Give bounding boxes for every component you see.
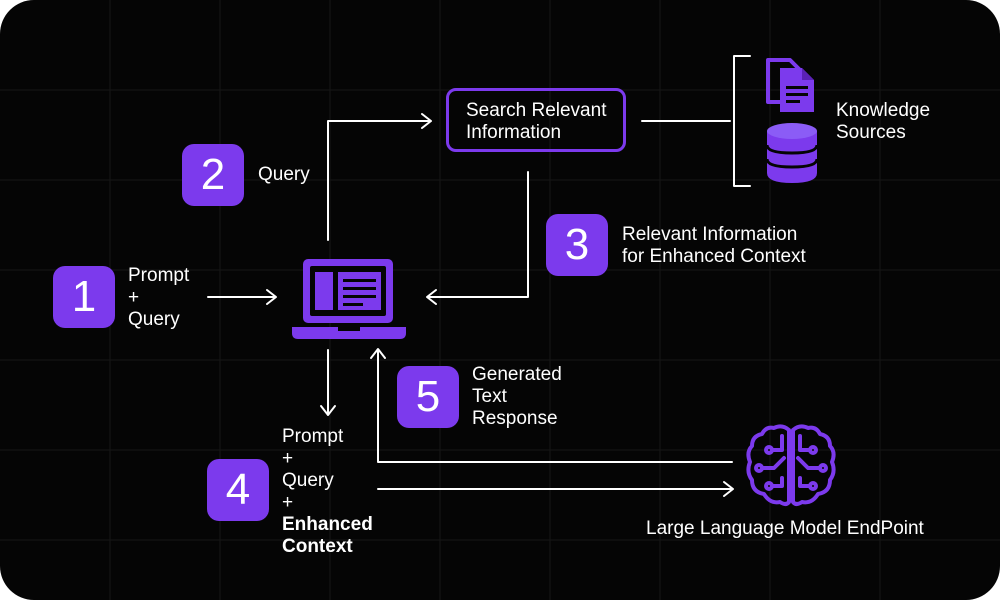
arrow-prompt-to-client <box>207 289 277 305</box>
step-4-line-3: Query <box>282 470 334 491</box>
step-3-line-2: for Enhanced Context <box>622 246 806 267</box>
step-1-line-1: Prompt <box>128 265 190 286</box>
step-1-line-3: Query <box>128 309 180 330</box>
brain-circuit-icon <box>746 424 836 506</box>
search-relevant-information-box: Search Relevant Information <box>446 88 626 152</box>
step-1-badge: 1 <box>53 266 115 328</box>
arrow-llm-to-client <box>370 348 733 463</box>
step-3-badge: 3 <box>546 214 608 276</box>
step-1-line-2: + <box>128 287 140 308</box>
knowledge-line-1: Knowledge <box>836 100 931 121</box>
search-box-line-1: Search Relevant <box>466 100 607 121</box>
step-4-line-2: + <box>282 448 294 469</box>
step-3-line-1: Relevant Information <box>622 224 798 245</box>
step-5-label: Generated Text Response <box>472 364 562 430</box>
database-icon <box>765 123 819 183</box>
step-4-badge: 4 <box>207 459 269 521</box>
step-2-label: Query <box>258 164 310 186</box>
connector-search-to-knowledge <box>641 55 751 187</box>
search-box-line-2: Information <box>466 122 562 143</box>
step-4-line-5: Enhanced <box>282 514 373 535</box>
llm-endpoint-label: Large Language Model EndPoint <box>646 518 924 539</box>
arrow-context-to-llm <box>377 481 734 497</box>
step-5-line-1: Generated <box>472 364 562 385</box>
step-4-label: Prompt + Query + Enhanced Context <box>282 426 373 558</box>
step-5-badge: 5 <box>397 366 459 428</box>
step-2-badge: 2 <box>182 144 244 206</box>
knowledge-line-2: Sources <box>836 122 906 143</box>
step-4-line-1: Prompt <box>282 426 344 447</box>
step-4-line-4: + <box>282 492 294 513</box>
arrow-client-to-search <box>327 113 432 241</box>
arrow-client-to-prompt-context <box>320 349 336 416</box>
step-5-line-3: Response <box>472 408 558 429</box>
knowledge-sources-label: Knowledge Sources <box>836 100 930 144</box>
step-2-line-1: Query <box>258 164 310 185</box>
arrow-search-to-client <box>426 171 529 305</box>
document-icon <box>766 58 814 112</box>
step-5-line-2: Text <box>472 386 507 407</box>
step-3-label: Relevant Information for Enhanced Contex… <box>622 224 806 268</box>
laptop-icon <box>292 259 406 339</box>
step-4-line-6: Context <box>282 536 353 557</box>
step-1-label: Prompt + Query <box>128 265 189 331</box>
